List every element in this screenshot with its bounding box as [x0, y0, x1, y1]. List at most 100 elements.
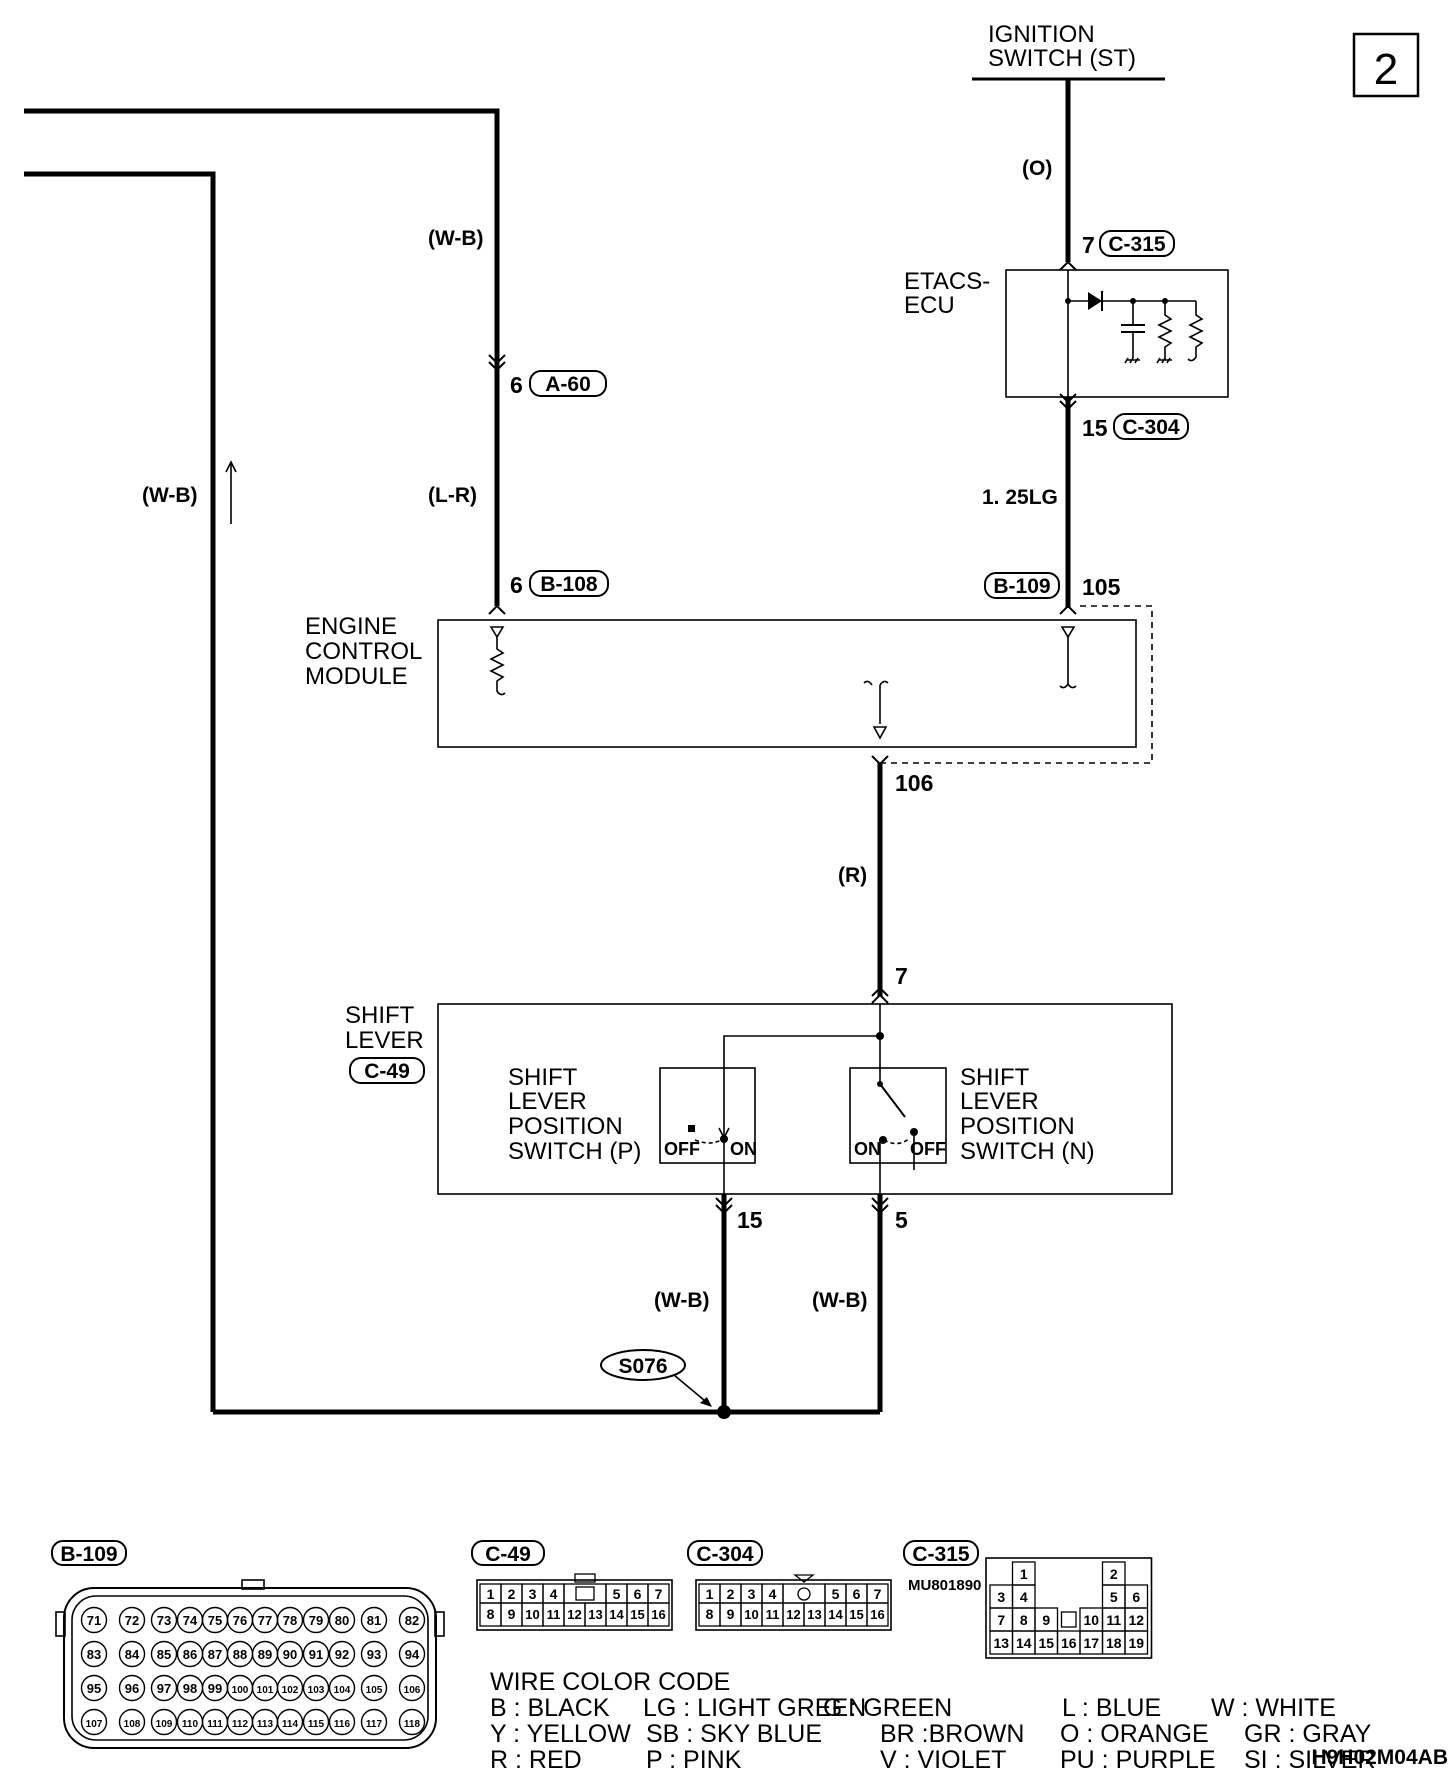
ecm-output-triangle	[872, 726, 888, 740]
b109-pin-label: 74	[183, 1613, 198, 1628]
b109-side-tab-right	[434, 1611, 445, 1637]
pin-b109-105: 105	[1082, 574, 1121, 600]
c49-pin-label: 9	[508, 1606, 516, 1622]
wire-label-ign: (O)	[1022, 157, 1052, 180]
c49-pin-label: 11	[547, 1607, 561, 1622]
c315-pin-label: 11	[1106, 1612, 1121, 1628]
c304-pin-label: 3	[748, 1586, 756, 1602]
c49-pin-label: 10	[525, 1607, 539, 1622]
wire-color-entry: SI : SILVER	[1244, 1746, 1376, 1772]
b109-pin-label: 112	[232, 1719, 249, 1730]
ignition-switch-label-1: IGNITION	[988, 21, 1095, 48]
page-number: 2	[1374, 45, 1398, 94]
switch-p-label-4: SWITCH (P)	[508, 1138, 641, 1165]
connector-chevron-a60-b	[488, 361, 506, 372]
c315-cell	[1124, 1630, 1149, 1655]
connector-id-a60: A-60	[545, 373, 591, 396]
wire-color-entry: PU : PURPLE	[1060, 1746, 1216, 1772]
b109-pin-label: 87	[208, 1647, 222, 1662]
pin-c304: 15	[1082, 415, 1108, 441]
ecm-label-1: ENGINE	[305, 613, 397, 640]
switch-p-off: OFF	[664, 1139, 700, 1159]
switch-n-lead-2	[880, 1170, 914, 1194]
shift-lever-label-1: SHIFT	[345, 1002, 415, 1029]
c315-pin-label: 16	[1061, 1635, 1077, 1651]
b109-pin-96	[118, 1674, 146, 1702]
c49-pin-label: 7	[655, 1586, 663, 1602]
b109-pin-label: 76	[233, 1613, 247, 1628]
c304-lock-tab	[793, 1574, 815, 1583]
b109-pin-84	[118, 1640, 146, 1668]
pin-sl-15: 15	[737, 1207, 763, 1233]
b109-pin-label: 101	[257, 1685, 274, 1696]
b109-pin-label: 104	[334, 1685, 351, 1696]
b109-pin-label: 73	[157, 1613, 171, 1628]
c49-pin-label: 3	[529, 1586, 537, 1602]
b109-pin-label: 83	[87, 1647, 101, 1662]
pin-ecm-106: 106	[895, 770, 933, 796]
b109-pin-103	[302, 1674, 330, 1702]
ecm-input-lead-2	[1059, 637, 1077, 689]
ecm-label-2: CONTROL	[305, 638, 422, 665]
c304-key-icon	[797, 1587, 811, 1601]
b109-pin-label: 114	[282, 1719, 299, 1730]
c315-pin-label: 12	[1128, 1612, 1144, 1628]
b109-pin-label: 82	[405, 1613, 419, 1628]
c315-pin-label: 14	[1016, 1635, 1032, 1651]
wire-color-entry: O : ORANGE	[1060, 1720, 1209, 1748]
b109-pin-label: 118	[404, 1719, 421, 1730]
b109-pin-109	[150, 1708, 178, 1736]
wire-color-entry: G : GREEN	[823, 1694, 952, 1722]
wire-color-entry: LG : LIGHT GREEN	[643, 1694, 866, 1722]
b109-pin-94	[398, 1640, 426, 1668]
etacs-ground-icon-1	[1124, 357, 1140, 364]
switch-p-on: ON	[730, 1139, 757, 1159]
ecm-input-triangle-1	[489, 626, 505, 639]
c315-pin-label: 15	[1038, 1635, 1054, 1651]
b109-pin-104	[328, 1674, 356, 1702]
wire-label-lr: (L-R)	[428, 484, 477, 507]
c49-pin-label: 1	[487, 1586, 495, 1602]
b109-pin-label: 84	[125, 1647, 140, 1662]
ecm-label-3: MODULE	[305, 663, 408, 690]
b109-pin-78	[276, 1606, 304, 1634]
wire-color-entry: SB : SKY BLUE	[646, 1720, 822, 1748]
switch-n-label-3: POSITION	[960, 1113, 1075, 1140]
splice-node	[717, 1405, 731, 1419]
ignition-switch-label-2: SWITCH (ST)	[988, 45, 1136, 72]
c315-pin-label: 9	[1042, 1612, 1050, 1628]
b109-pin-79	[302, 1606, 330, 1634]
tag-c49-face	[471, 1540, 545, 1566]
b109-pin-label: 77	[258, 1613, 272, 1628]
splice-pointer-arrow-icon	[700, 1397, 712, 1407]
tag-c304-face	[687, 1540, 763, 1566]
tag-c315	[1099, 230, 1175, 257]
wire-color-entry: GR : GRAY	[1244, 1720, 1372, 1748]
c49-pin-label: 5	[613, 1586, 621, 1602]
c304-pin-label: 5	[832, 1586, 840, 1602]
b109-pin-label: 96	[125, 1681, 139, 1696]
b109-lock-tab	[241, 1579, 265, 1590]
b109-pin-label: 92	[335, 1647, 349, 1662]
c315-pin-label: 10	[1083, 1612, 1099, 1628]
b109-inner-body	[71, 1595, 429, 1741]
c49-cell	[647, 1602, 670, 1627]
b109-pin-95	[80, 1674, 108, 1702]
c49-pin-label: 14	[609, 1607, 624, 1622]
c49-pin-label: 12	[567, 1607, 581, 1622]
b109-pin-118	[398, 1708, 426, 1736]
c315-pin-label: 17	[1083, 1635, 1099, 1651]
page-number-box	[1352, 32, 1420, 98]
c315-pin-label: 2	[1110, 1566, 1118, 1582]
c315-key-icon	[1060, 1611, 1077, 1628]
ecm-resistor-icon	[489, 637, 506, 696]
ecm-output-lead	[863, 680, 889, 724]
b109-pin-91	[302, 1640, 330, 1668]
b109-pin-label: 80	[335, 1613, 349, 1628]
c304-face-label: C-304	[696, 1543, 754, 1566]
ecm-input-triangle-2	[1060, 626, 1076, 639]
c315-connector-body	[985, 1557, 1153, 1659]
